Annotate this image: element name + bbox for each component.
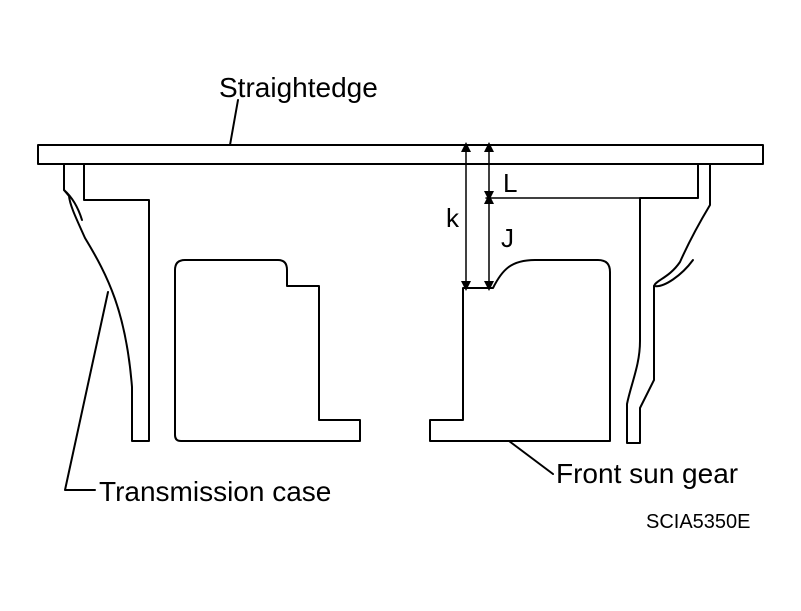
figure-code: SCIA5350E bbox=[646, 511, 751, 533]
dimension-k-label: k bbox=[446, 203, 460, 233]
front-sun-gear-leader-line bbox=[508, 440, 554, 475]
dimension-j-label: J bbox=[501, 223, 514, 253]
straightedge-label: Straightedge bbox=[219, 72, 378, 103]
front-sun-gear bbox=[429, 259, 611, 442]
transmission-case-label: Transmission case bbox=[99, 476, 331, 507]
transmission-drum bbox=[174, 259, 361, 442]
straightedge-bar bbox=[37, 144, 764, 165]
transmission-case-leader-line bbox=[64, 291, 109, 491]
transmission-case-left bbox=[63, 163, 150, 442]
transmission-case-right bbox=[626, 163, 711, 444]
dimension-l-label: L bbox=[503, 168, 517, 198]
front-sun-gear-label: Front sun gear bbox=[556, 458, 738, 489]
straightedge-leader-line bbox=[229, 99, 239, 146]
